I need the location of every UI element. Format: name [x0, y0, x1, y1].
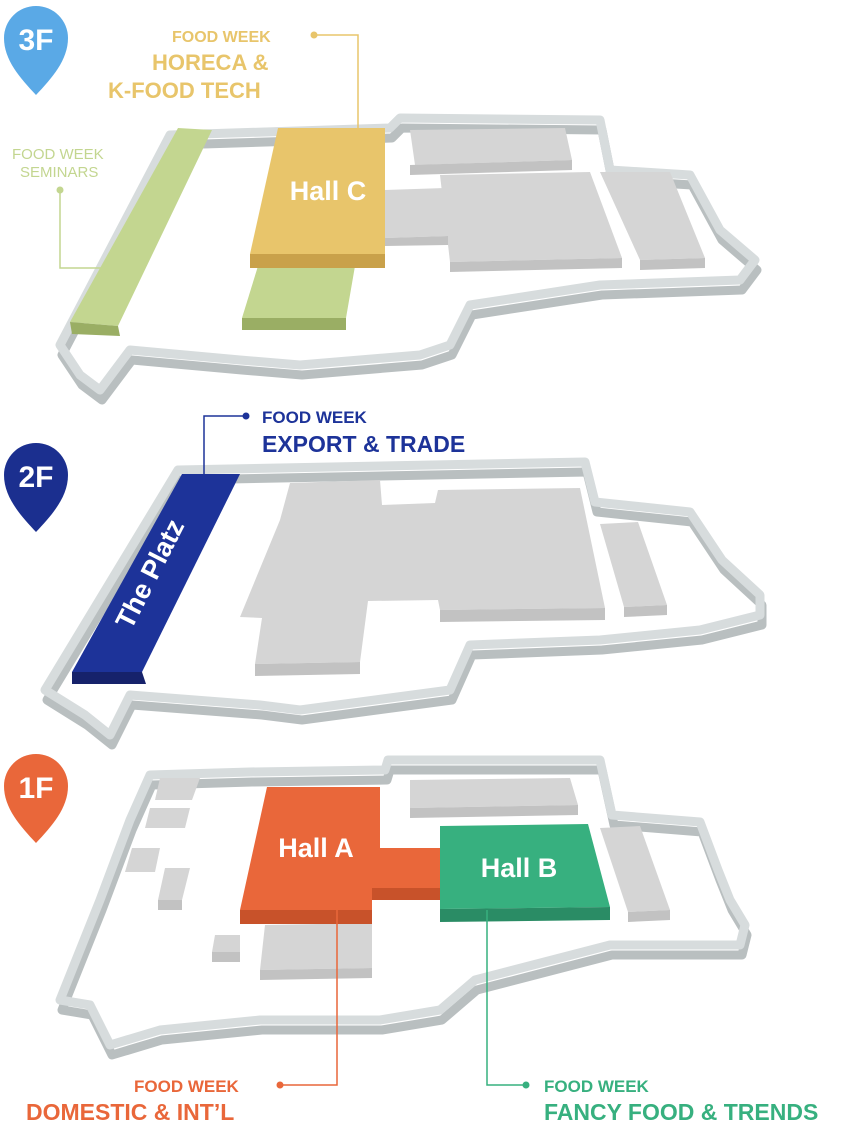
platz-leader-line	[203, 415, 244, 474]
floor-2f-outline	[40, 457, 767, 750]
hall-b-leader-dot	[522, 1081, 530, 1089]
seminars-label-line1: FOOD WEEK	[12, 146, 104, 163]
floor-2f-marker[interactable]: 2F	[4, 443, 68, 532]
map-pin-icon	[4, 443, 68, 532]
floor-1f: Hall A Hall B FOOD WEEK DOMESTIC & INT’L…	[4, 754, 818, 1123]
hall-a-name: Hall A	[278, 833, 354, 863]
hall-c-label-line1: FOOD WEEK	[172, 29, 271, 46]
floor-1f-marker-text: 1F	[18, 772, 53, 805]
platz-label-line2: EXPORT & TRADE	[262, 431, 465, 457]
floor-1f-other-areas	[125, 778, 670, 980]
floor-3f-outline	[55, 113, 762, 405]
hall-c-label-line2: HORECA &	[152, 50, 269, 75]
floor-2f: The Platz FOOD WEEK EXPORT & TRADE 2F	[4, 408, 767, 750]
seminars-label-line2: SEMINARS	[20, 164, 98, 181]
hall-c-label-line3: K-FOOD TECH	[108, 78, 261, 103]
hall-c-leader-line	[316, 34, 359, 128]
seminars-area[interactable]	[70, 128, 355, 336]
hall-a-label-line1: FOOD WEEK	[134, 1077, 240, 1096]
platz-leader-dot	[242, 412, 250, 420]
floor-3f-marker[interactable]: 3F	[4, 6, 68, 95]
floor-2f-other-areas	[240, 480, 667, 676]
hall-b[interactable]: Hall B	[440, 824, 610, 922]
floor-3f-other-areas	[385, 128, 705, 272]
hall-a-label-line2: DOMESTIC & INT’L	[26, 1099, 234, 1123]
floor-2f-marker-text: 2F	[18, 461, 53, 494]
hall-a-leader-dot	[276, 1081, 284, 1089]
map-pin-icon	[4, 754, 68, 843]
floor-3f-marker-text: 3F	[18, 24, 53, 57]
hall-a[interactable]: Hall A	[240, 787, 442, 924]
hall-c[interactable]: Hall C	[250, 128, 385, 268]
hall-b-name: Hall B	[481, 853, 558, 883]
hall-b-label-line2: FANCY FOOD & TRENDS	[544, 1099, 818, 1123]
floor-1f-outline	[55, 755, 752, 1060]
platz-label-line1: FOOD WEEK	[262, 408, 368, 427]
hall-c-leader-dot	[310, 31, 318, 39]
hall-a-leader-line	[282, 910, 338, 1086]
seminars-leader-line	[59, 192, 105, 269]
map-pin-icon	[4, 6, 68, 95]
hall-c-name: Hall C	[290, 176, 367, 206]
floor-1f-marker[interactable]: 1F	[4, 754, 68, 843]
hall-b-label-line1: FOOD WEEK	[544, 1077, 650, 1096]
seminars-leader-dot	[56, 186, 64, 194]
floor-3f: Hall C FOOD WEEK HORECA & K-FOOD TECH FO…	[4, 6, 762, 405]
hall-b-leader-line	[486, 910, 524, 1086]
